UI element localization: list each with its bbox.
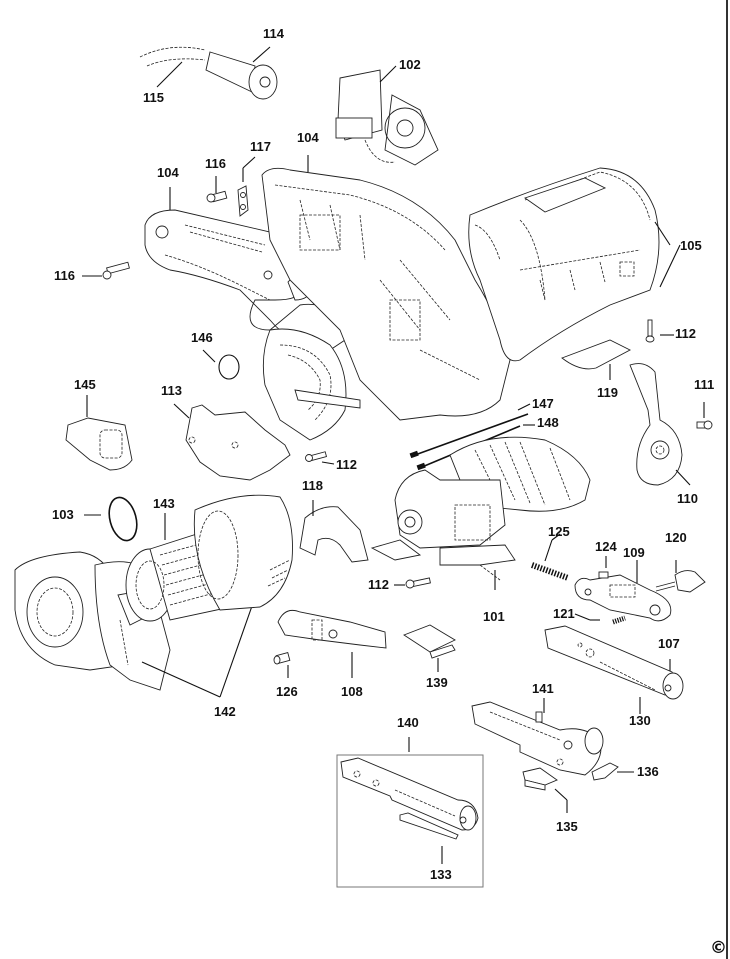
part-101-motor-assembly xyxy=(370,436,591,581)
label-124[interactable]: 124 xyxy=(595,539,617,554)
part-119-label-plate xyxy=(561,339,631,370)
part-146-o-ring xyxy=(218,354,240,380)
label-143[interactable]: 143 xyxy=(153,496,175,511)
part-113-gasket-plate xyxy=(185,404,291,481)
leader-146 xyxy=(202,349,216,363)
leader-125b xyxy=(551,533,561,541)
part-125-spring xyxy=(530,562,570,581)
part-120-adjustment-knob xyxy=(655,570,706,593)
part-103-seal-ring xyxy=(108,496,138,542)
label-118[interactable]: 118 xyxy=(302,478,323,493)
part-141-narrow-belt-arm xyxy=(471,701,604,776)
part-109-tension-arm xyxy=(574,574,672,622)
label-148[interactable]: 148 xyxy=(537,415,559,430)
part-133-belt xyxy=(399,812,459,840)
label-112[interactable]: 112 xyxy=(336,457,357,472)
copyright-symbol: © xyxy=(710,938,727,958)
label-116[interactable]: 116 xyxy=(54,268,75,283)
label-139[interactable]: 139 xyxy=(426,675,448,690)
part-104-blade-guard xyxy=(262,328,361,441)
label-105[interactable]: 105 xyxy=(680,238,702,253)
label-113[interactable]: 113 xyxy=(161,383,182,398)
part-136-clip xyxy=(591,762,619,781)
leader-112b xyxy=(321,461,335,465)
leader-142b xyxy=(219,605,253,698)
leader-142a xyxy=(141,661,221,698)
label-104[interactable]: 104 xyxy=(157,165,179,180)
label-125[interactable]: 125 xyxy=(548,524,570,539)
label-135[interactable]: 135 xyxy=(556,819,578,834)
part-126-screw xyxy=(273,652,291,665)
part-102-switch xyxy=(335,69,439,166)
part-147-wire xyxy=(409,413,529,459)
part-115-power-cable xyxy=(139,46,206,67)
part-118-guard-plate xyxy=(299,506,369,563)
label-116[interactable]: 116 xyxy=(205,156,226,171)
part-114-cable-strain-relief xyxy=(205,51,278,100)
leader-114 xyxy=(252,46,271,63)
label-146[interactable]: 146 xyxy=(191,330,213,345)
label-111[interactable]: 111 xyxy=(694,377,715,392)
part-117-cable-clamp xyxy=(237,185,249,217)
label-117[interactable]: 117 xyxy=(250,139,271,154)
part-124-key xyxy=(598,571,609,579)
leader-135a xyxy=(554,788,568,801)
label-114[interactable]: 114 xyxy=(263,26,284,41)
label-121[interactable]: 121 xyxy=(553,606,575,621)
leader-121a xyxy=(574,613,591,621)
leader-125a xyxy=(544,539,553,562)
part-111-screw xyxy=(696,420,713,430)
leader-105a xyxy=(654,221,671,246)
label-145[interactable]: 145 xyxy=(74,377,96,392)
part-112-screw-right xyxy=(645,319,655,343)
label-112[interactable]: 112 xyxy=(675,326,696,341)
label-101[interactable]: 101 xyxy=(483,609,505,624)
label-141[interactable]: 141 xyxy=(532,681,554,696)
part-139-pad xyxy=(403,624,456,659)
label-133[interactable]: 133 xyxy=(430,867,452,882)
part-142-filter-cover xyxy=(193,494,293,611)
part-121-small-spring xyxy=(612,615,626,625)
part-112-screw-middle xyxy=(305,451,328,462)
part-107-pulley xyxy=(662,672,684,700)
leader-113 xyxy=(173,403,190,419)
label-142[interactable]: 142 xyxy=(214,704,236,719)
part-145-dust-nozzle xyxy=(65,417,133,471)
part-110-lock-lever xyxy=(629,363,683,486)
label-107[interactable]: 107 xyxy=(658,636,680,651)
label-109[interactable]: 109 xyxy=(623,545,645,560)
leader-117b xyxy=(242,156,256,169)
label-104[interactable]: 104 xyxy=(297,130,319,145)
label-147[interactable]: 147 xyxy=(532,396,554,411)
part-112-screw-lower xyxy=(405,577,431,589)
kit-140-box xyxy=(336,754,484,888)
label-119[interactable]: 119 xyxy=(597,385,618,400)
label-130[interactable]: 130 xyxy=(629,713,651,728)
label-115[interactable]: 115 xyxy=(143,90,164,105)
label-108[interactable]: 108 xyxy=(341,684,363,699)
leader-115 xyxy=(156,61,183,88)
label-112[interactable]: 112 xyxy=(368,577,389,592)
part-140-belt-arm-kit xyxy=(340,757,479,831)
label-102[interactable]: 102 xyxy=(399,57,421,72)
label-140[interactable]: 140 xyxy=(397,715,419,730)
part-116-screw-side xyxy=(102,261,130,280)
label-126[interactable]: 126 xyxy=(276,684,298,699)
leader-102 xyxy=(379,65,397,83)
part-116-screw-top xyxy=(206,190,228,203)
leader-105b xyxy=(659,244,681,288)
label-120[interactable]: 120 xyxy=(665,530,687,545)
part-104-right-housing xyxy=(261,167,511,421)
part-135-pad-block xyxy=(522,767,558,791)
label-110[interactable]: 110 xyxy=(677,491,698,506)
part-108-lever xyxy=(277,609,387,649)
label-103[interactable]: 103 xyxy=(52,507,74,522)
label-136[interactable]: 136 xyxy=(637,764,659,779)
part-105-motor-housing xyxy=(468,167,660,362)
leader-110 xyxy=(675,469,691,486)
leader-147 xyxy=(517,403,531,411)
